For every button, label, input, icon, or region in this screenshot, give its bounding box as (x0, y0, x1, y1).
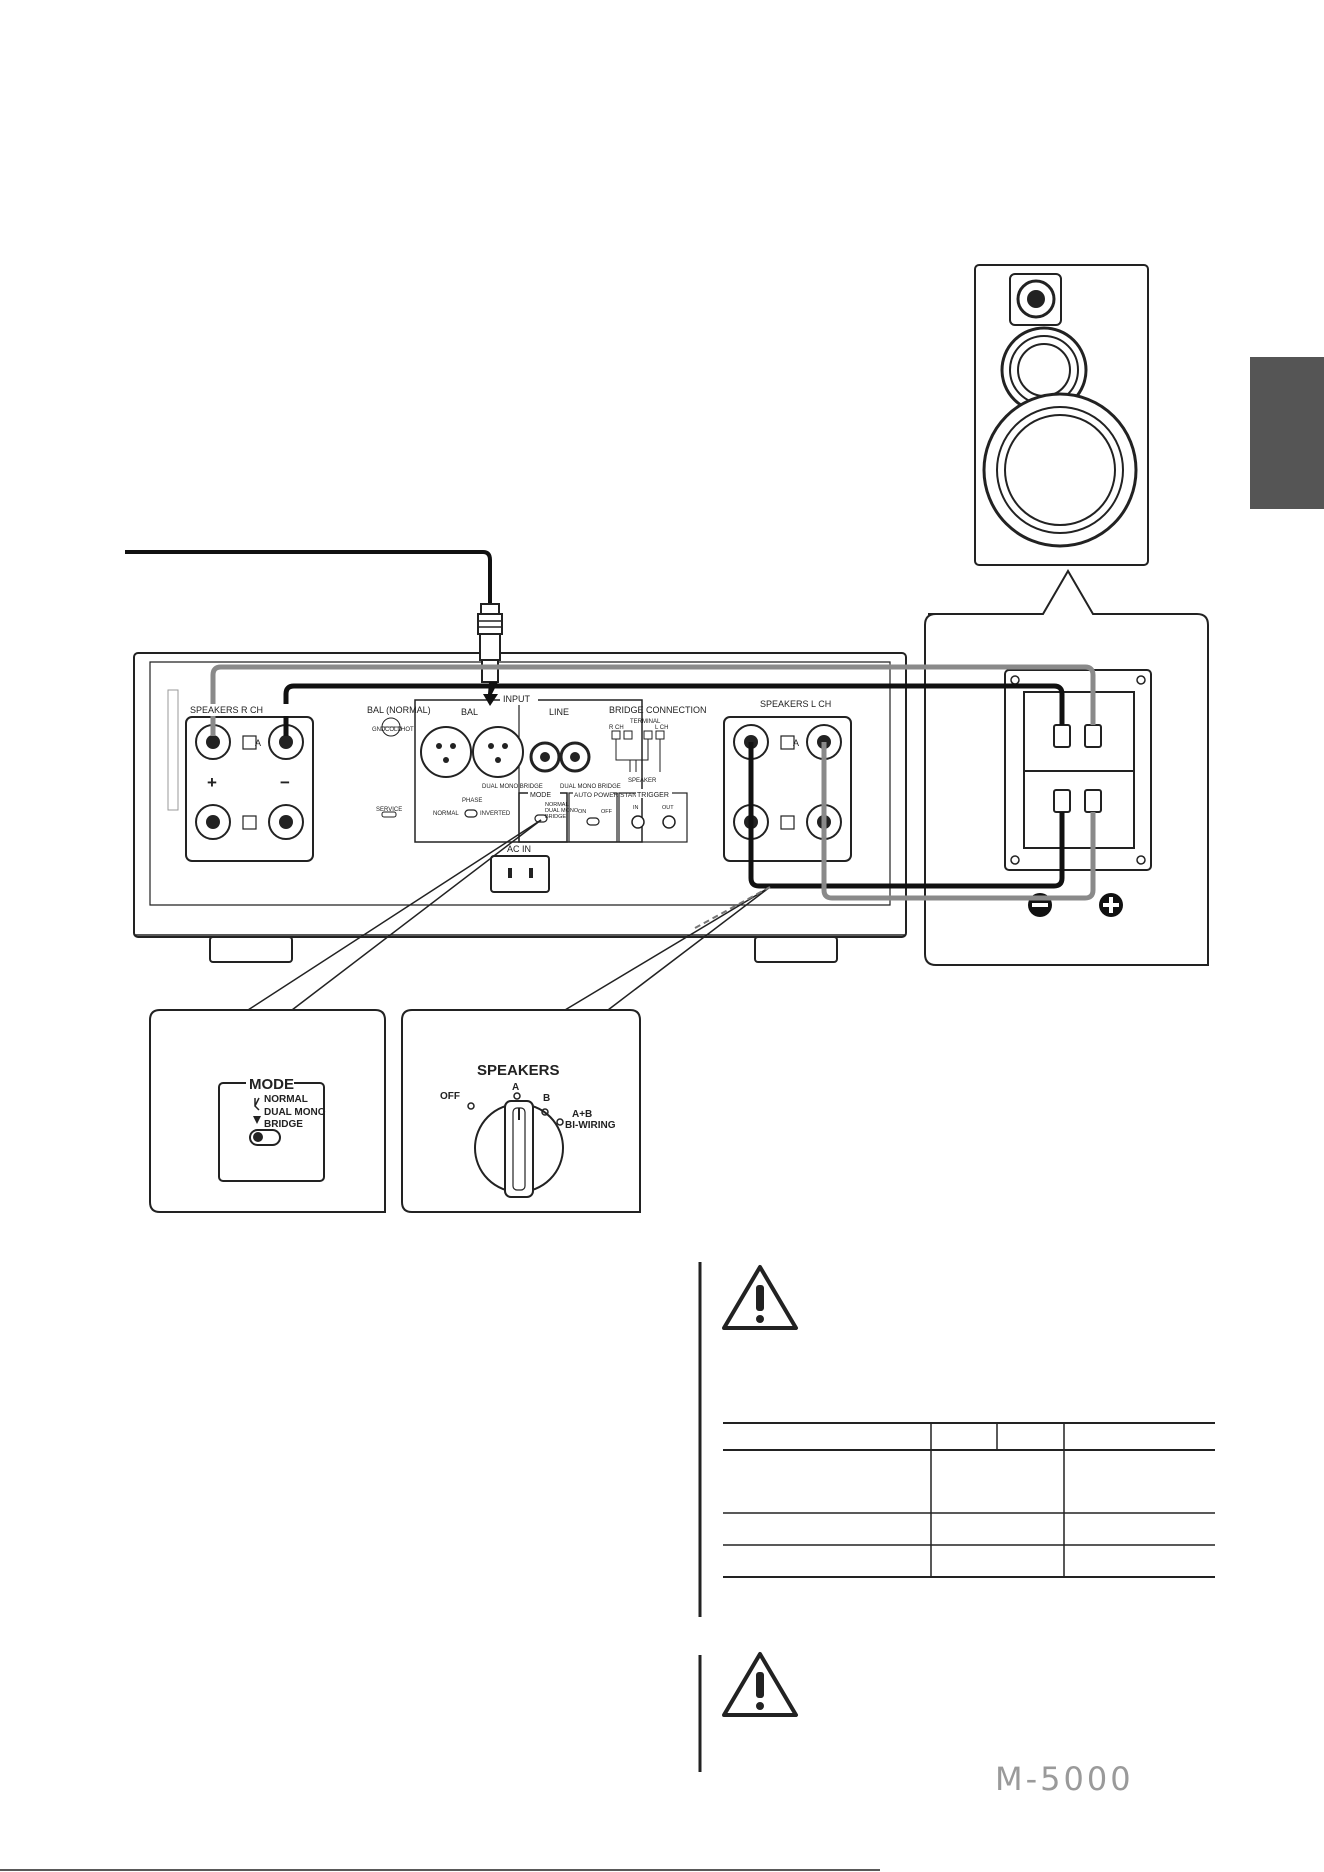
dual-mono-bridge-input-label: DUAL MONO BRIDGE (482, 784, 543, 790)
bal-pin-cold-label: COLD (385, 727, 402, 733)
auto-power-standby-block (568, 792, 618, 843)
bridge-connection-label: BRIDGE CONNECTION (609, 705, 707, 715)
panel-mode-bridge-label: BRIDGE (545, 814, 566, 820)
plus-label: + (207, 773, 217, 792)
speakers-a-label: A (512, 1082, 519, 1093)
speaker-midrange (1000, 326, 1088, 414)
speakers-r-ch-terminals (185, 716, 314, 862)
mode-callout (149, 1009, 386, 1213)
speaker-cables (210, 664, 1096, 901)
warning-triangle-icon (722, 1652, 798, 1717)
mode-normal-label: NORMAL (264, 1094, 308, 1105)
input-block (414, 699, 643, 843)
speaker-binding-posts (1053, 724, 1102, 813)
panel-mode-normal-label: NORMAL (545, 802, 569, 808)
speakers-bi-wiring-label: BI-WIRING (565, 1120, 616, 1131)
callout-leaders (247, 819, 771, 1011)
speakers-b-label: B (543, 1093, 550, 1104)
speaker-cabinet (974, 264, 1149, 566)
spec-table (723, 1422, 1215, 1578)
bal-pin-diagram (381, 717, 401, 737)
phase-label: PHASE (462, 798, 482, 804)
speaker-tweeter (1009, 273, 1062, 326)
speakers-off-label: OFF (440, 1091, 460, 1102)
bal-normal-label: BAL (NORMAL) (367, 705, 431, 715)
phase-inverted-label: INVERTED (480, 811, 511, 817)
trigger-out-label: OUT (662, 805, 674, 811)
amplifier-rear-panel (133, 652, 907, 963)
panel-mode-dual-mono-label: DUAL MONO (545, 808, 579, 814)
trigger-in-label: IN (633, 805, 639, 811)
caution-section-1 (698, 1262, 798, 1617)
speakers-selector-knob (474, 1100, 564, 1198)
ac-in-label: AC IN (507, 844, 531, 854)
bridge-l-ch-label: L CH (655, 725, 668, 731)
terminal-a-label-l: A (793, 738, 799, 748)
model-name: M-5000 (995, 1760, 1134, 1798)
caution-section-2 (698, 1652, 798, 1772)
auto-power-off-label: OFF (601, 809, 613, 815)
minus-label: − (280, 773, 290, 792)
xlr-input-cable (125, 550, 503, 706)
polarity-plus-icon (1099, 893, 1123, 917)
speakers-l-ch-terminals (723, 716, 852, 862)
ac-in-socket (490, 855, 550, 893)
phase-normal-label: NORMAL (433, 811, 459, 817)
speakers-callout (401, 1009, 641, 1213)
panel-mode-label: MODE (530, 792, 551, 799)
mode-bridge-label: BRIDGE (264, 1119, 303, 1130)
terminal-a-label-r: A (255, 738, 261, 748)
warning-triangle-icon (722, 1265, 798, 1330)
section-tab (1250, 357, 1324, 509)
speakers-l-ch-label: SPEAKERS L CH (760, 699, 831, 709)
speakers-r-ch-label: SPEAKERS R CH (190, 705, 263, 715)
bal-pin-hot-label: HOT (401, 727, 414, 733)
service-label: SERVICE (376, 807, 402, 813)
bal-pin-gnd-label: GND (372, 727, 386, 733)
trigger-label: TRIGGER (637, 792, 669, 799)
line-label: LINE (549, 707, 569, 717)
bridge-connection-diagram (611, 730, 665, 772)
bridge-speaker-label: SPEAKER (628, 778, 657, 784)
speakers-callout-title: SPEAKERS (477, 1062, 560, 1079)
terminal-label: TERMINAL (630, 719, 661, 725)
mode-callout-title: MODE (249, 1076, 294, 1093)
auto-power-standby-label: AUTO POWER STANDBY (574, 792, 651, 799)
speaker-woofer (982, 392, 1138, 548)
mode-dual-mono-label: DUAL MONO (264, 1107, 326, 1118)
input-label: INPUT (503, 694, 531, 704)
speaker-terminal-callout (924, 569, 1209, 966)
auto-power-on-label: ON (578, 809, 586, 815)
bridge-r-ch-label: R CH (609, 725, 624, 731)
speakers-ab-label: A+B (572, 1109, 592, 1120)
bal-label: BAL (461, 707, 478, 717)
dual-mono-bridge-line-label: DUAL MONO BRIDGE (560, 784, 621, 790)
